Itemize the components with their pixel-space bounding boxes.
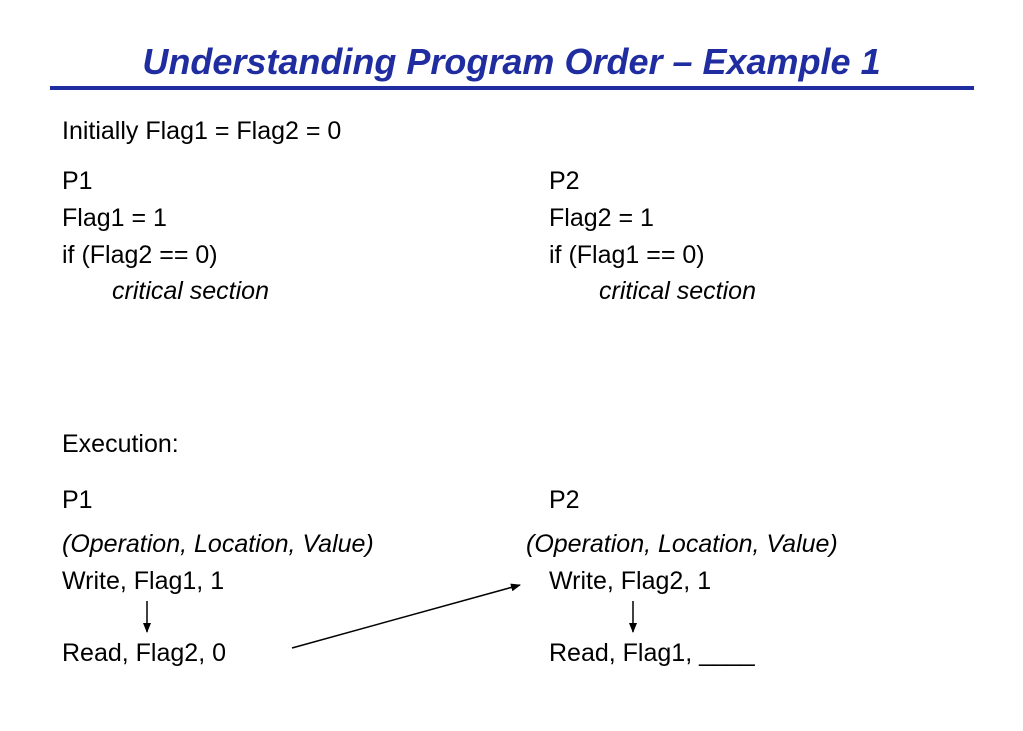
program-p2-line: if (Flag1 == 0) <box>549 241 705 269</box>
program-p2-line: critical section <box>599 277 756 305</box>
program-p2-line: Flag2 = 1 <box>549 204 654 232</box>
initial-condition: Initially Flag1 = Flag2 = 0 <box>62 117 342 145</box>
execution-p2-op: Write, Flag2, 1 <box>549 567 712 595</box>
execution-heading: Execution: <box>62 430 179 458</box>
execution-p2-op: Read, Flag1, ____ <box>549 639 755 667</box>
program-p1-line: Flag1 = 1 <box>62 204 167 232</box>
program-p1-line: if (Flag2 == 0) <box>62 241 218 269</box>
execution-p1-label: P1 <box>62 486 93 514</box>
execution-p2-label: P2 <box>549 486 580 514</box>
execution-p1-op: Read, Flag2, 0 <box>62 639 226 667</box>
title-underline <box>50 86 974 90</box>
execution-p1-op: Write, Flag1, 1 <box>62 567 225 595</box>
program-p2-label: P2 <box>549 167 580 195</box>
execution-p2-columns-header: (Operation, Location, Value) <box>526 530 838 558</box>
cross-process-arrow <box>291 583 521 649</box>
execution-p1-columns-header: (Operation, Location, Value) <box>62 530 374 558</box>
program-p1-label: P1 <box>62 167 93 195</box>
program-p1-line: critical section <box>112 277 269 305</box>
slide-title: Understanding Program Order – Example 1 <box>142 41 881 82</box>
